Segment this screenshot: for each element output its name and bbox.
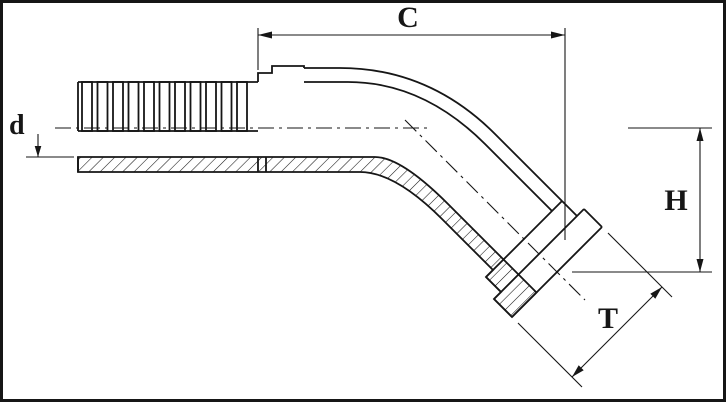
d-arrow-down xyxy=(34,146,42,157)
dimension-H: H xyxy=(572,127,712,273)
rib xyxy=(143,81,155,132)
shoulder-bottom-edge xyxy=(485,276,502,293)
dimension-label-c: C xyxy=(397,1,419,34)
rib xyxy=(96,81,109,132)
h-arrow-down xyxy=(696,259,704,272)
rib xyxy=(220,81,233,132)
dimension-C: C xyxy=(257,1,566,240)
c-arrow-right xyxy=(551,31,565,39)
dimension-label-h: H xyxy=(664,184,687,217)
c-arrow-left xyxy=(258,31,272,39)
t-arrow-upper xyxy=(650,287,662,299)
elbow-body xyxy=(304,67,563,212)
dimension-label-d: d xyxy=(9,110,25,141)
collar-steps xyxy=(257,65,305,82)
t-arrow-lower xyxy=(572,365,584,377)
flange-bottom-edge xyxy=(493,298,513,318)
rib xyxy=(236,81,248,132)
rib xyxy=(174,81,186,132)
t-extension-lower xyxy=(517,322,583,388)
diagonal-centerline xyxy=(404,119,586,301)
rib xyxy=(205,81,217,132)
hose-shank xyxy=(77,81,258,172)
dimension-label-t: T xyxy=(598,302,618,335)
rib xyxy=(112,81,124,132)
elbow-inner-edge xyxy=(304,81,553,212)
rib xyxy=(127,81,140,132)
elbow-outer-edge xyxy=(304,67,563,202)
dimension-T: T xyxy=(517,232,673,388)
h-arrow-up xyxy=(696,128,704,141)
t-dimension-line xyxy=(571,286,663,378)
flange-top-edge xyxy=(583,208,603,228)
shank-ribs xyxy=(81,81,248,132)
rib xyxy=(189,81,202,132)
rib xyxy=(81,81,93,132)
dimension-d: d xyxy=(9,110,74,158)
t-extension-upper xyxy=(607,232,673,298)
rib xyxy=(158,81,171,132)
centerlines xyxy=(55,119,586,301)
